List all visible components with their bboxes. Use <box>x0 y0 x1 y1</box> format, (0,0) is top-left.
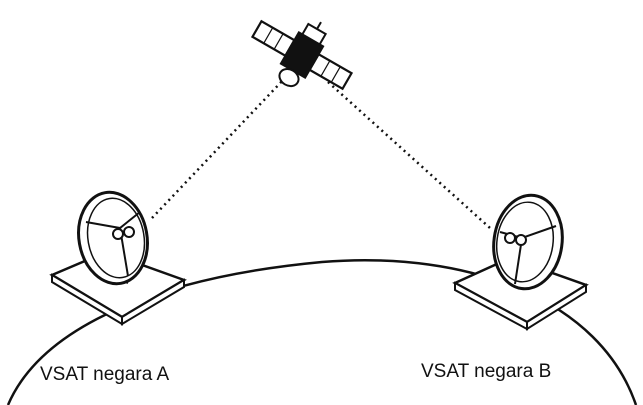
satellite-icon <box>250 19 354 91</box>
vsat-b-label: VSAT negara B <box>421 361 552 382</box>
dish-a-reflector <box>77 190 149 286</box>
dish-b-reflector <box>492 193 564 291</box>
link-line-a <box>151 77 286 219</box>
satellite-dish-icon <box>49 190 187 326</box>
satellite-dish-icon <box>452 193 589 331</box>
vsat-a-label: VSAT negara A <box>40 364 170 385</box>
earth-surface-arc <box>6 259 638 405</box>
link-line-b <box>327 81 491 229</box>
